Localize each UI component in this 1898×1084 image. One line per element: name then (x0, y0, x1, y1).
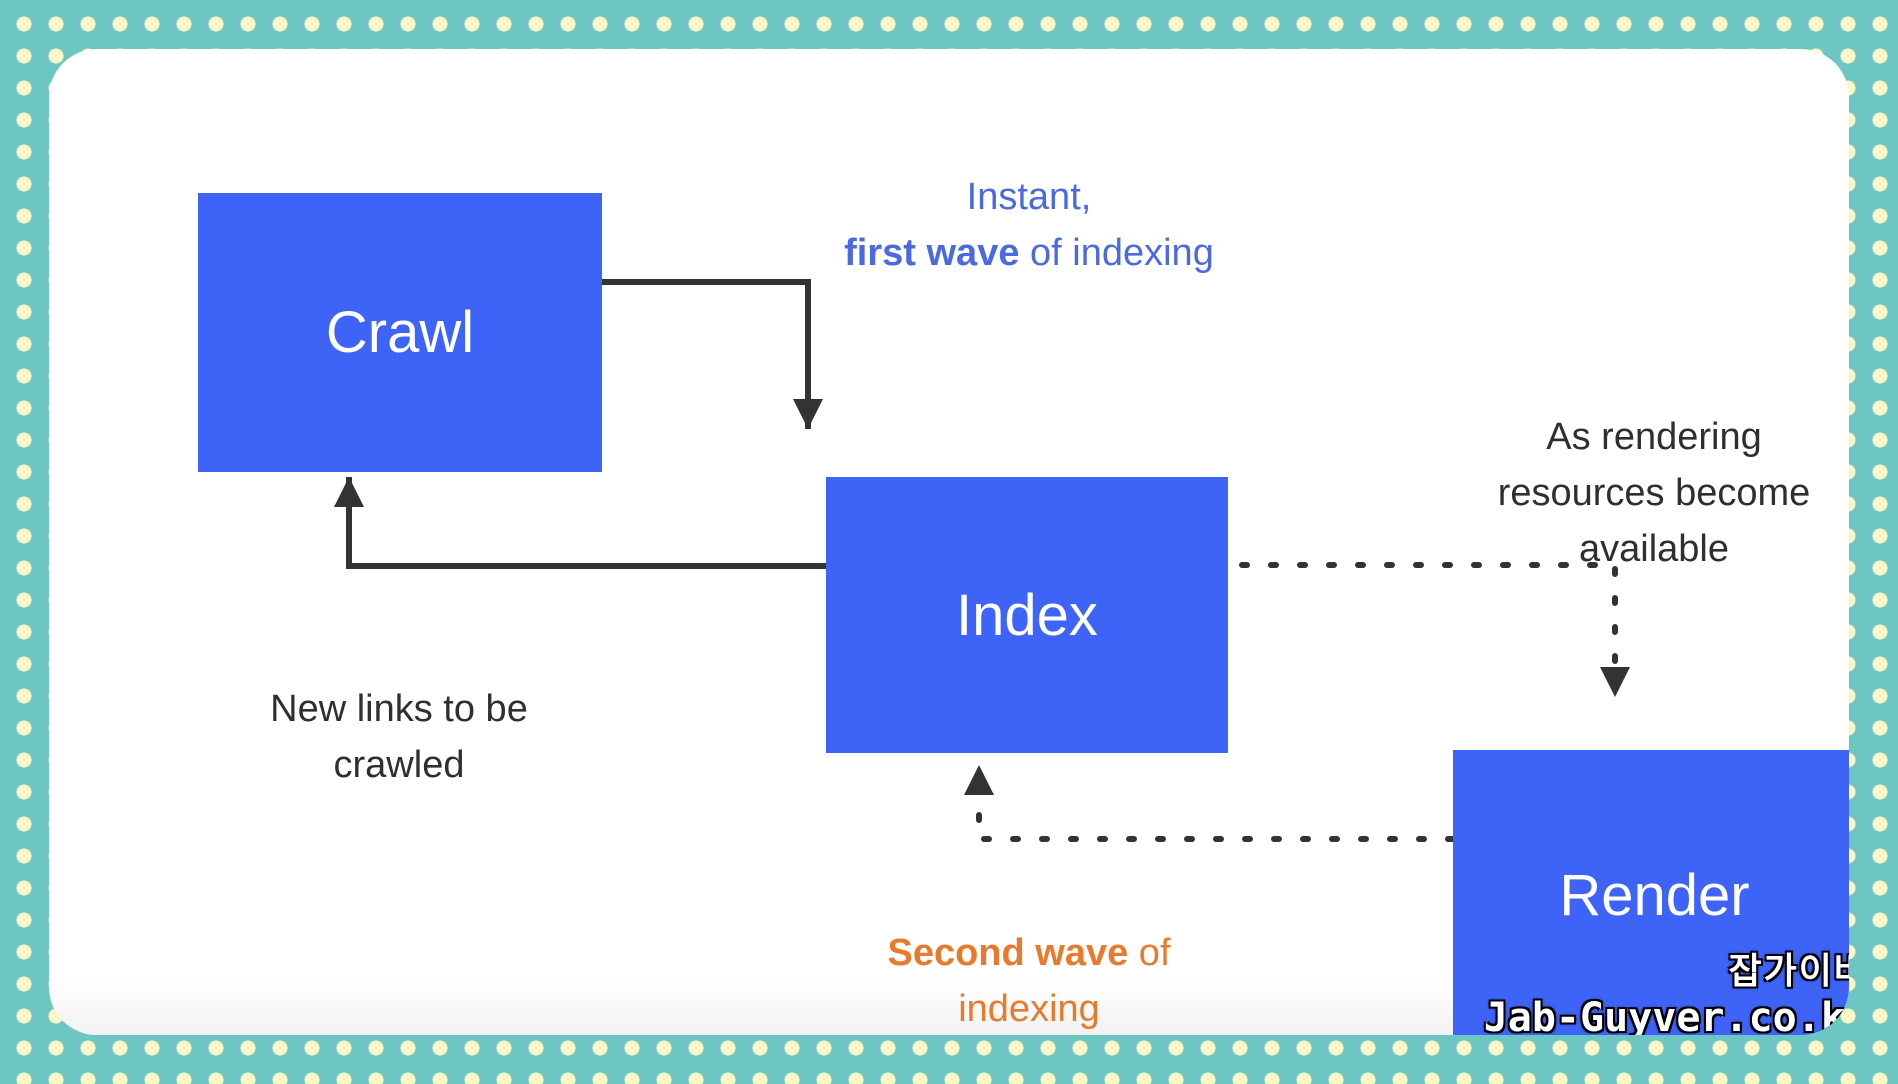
render-node-label: Render (1559, 862, 1750, 928)
second-wave-emphasis: Second wave (887, 932, 1129, 974)
first-wave-rest: of indexing (1019, 232, 1214, 274)
second-wave-note-line2: indexing (958, 988, 1100, 1030)
first-wave-note-line1: Instant, (966, 176, 1092, 218)
watermark-domain: Jab-Guyver.co.kr (1483, 995, 1849, 1035)
rendering-note-line1: As rendering (1546, 416, 1762, 458)
crawl-node: Crawl (198, 193, 602, 472)
second-wave-note: Second wave of indexing (809, 925, 1249, 1035)
watermark-korean: 잡가이버 (1728, 951, 1849, 992)
new-links-note-line1: New links to be (270, 688, 528, 730)
second-wave-note-line1: Second wave of (809, 925, 1249, 981)
first-wave-emphasis: first wave (844, 232, 1020, 274)
index-node-label: Index (956, 582, 1098, 648)
edge-index-to-render (1239, 562, 1630, 700)
edge-render-to-index (964, 762, 1456, 842)
crawl-node-label: Crawl (325, 300, 475, 365)
rendering-note-line2: resources become (1497, 472, 1811, 514)
first-wave-note: Instant, first wave of indexing (769, 169, 1289, 281)
arrows-layer (334, 279, 1630, 842)
site-watermark: 잡가이버 Jab-Guyver.co.kr (1429, 949, 1849, 1035)
new-links-note-line2: crawled (333, 744, 465, 786)
rendering-resources-note: As rendering resources become available (1429, 409, 1849, 577)
index-node: Index (826, 477, 1228, 753)
new-links-note: New links to be crawled (199, 681, 599, 793)
rendering-note-line3: available (1579, 528, 1729, 570)
edge-crawl-to-index (602, 279, 823, 429)
first-wave-note-line2: first wave of indexing (769, 225, 1289, 281)
second-wave-rest: of (1128, 932, 1171, 974)
diagram-card: Crawl Index Render Instant, first wave o… (49, 49, 1849, 1035)
render-node: Render (1453, 750, 1849, 1035)
edge-index-to-crawl (334, 477, 826, 569)
